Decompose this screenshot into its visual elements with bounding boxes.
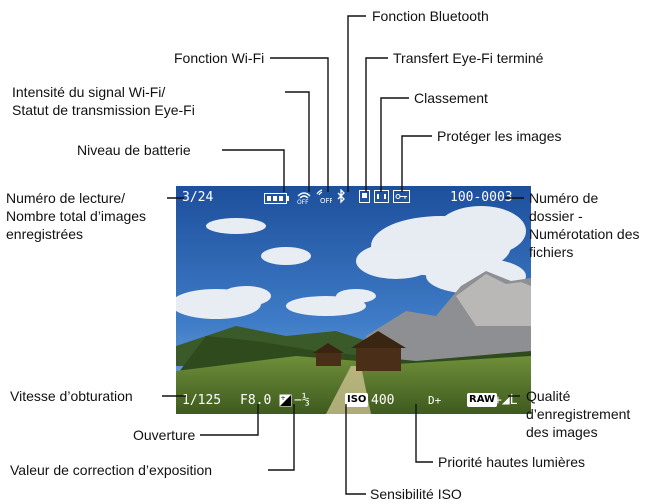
- label-folder-line1: Numéro de: [529, 190, 599, 206]
- label-playback-line1: Numéro de lecture/: [6, 190, 126, 206]
- label-folder-line4: fichiers: [529, 244, 574, 260]
- exposure-line: [268, 404, 295, 471]
- label-signal-line2: Statut de transmission Eye-Fi: [12, 102, 195, 118]
- iso-badge: ISO: [345, 393, 369, 407]
- bluetooth-line: [347, 15, 366, 192]
- eyefi-icon: [359, 190, 370, 203]
- shutter-speed-value: 1/125: [182, 393, 222, 408]
- label-highlight: Priorité hautes lumières: [438, 454, 586, 470]
- label-quality-line1: Qualité: [526, 388, 571, 404]
- label-protect: Protéger les images: [437, 128, 562, 144]
- wifi-line: [270, 57, 329, 192]
- raw-badge: RAW: [467, 393, 498, 407]
- label-iso: Sensibilité ISO: [370, 486, 462, 502]
- label-playback-line3: enregistrées: [6, 226, 84, 242]
- wifi-off-icon: OFF: [297, 192, 311, 204]
- protect-line: [401, 135, 432, 192]
- label-signal-line1: Intensité du signal Wi-Fi/: [12, 84, 166, 100]
- battery-line: [222, 149, 285, 192]
- label-eyefi-done: Transfert Eye-Fi terminé: [393, 50, 544, 66]
- exposure-comp-icon: +: [279, 394, 292, 407]
- label-rating: Classement: [414, 90, 488, 106]
- aperture-value: F8.0: [240, 393, 272, 408]
- label-battery: Niveau de batterie: [77, 142, 191, 158]
- label-bluetooth: Fonction Bluetooth: [372, 8, 489, 24]
- file-number: 100-0003: [450, 190, 513, 205]
- battery-icon: [264, 193, 289, 204]
- aperture-line: [200, 404, 259, 436]
- label-aperture: Ouverture: [133, 427, 196, 443]
- eyefi-line: [365, 57, 388, 192]
- bluetooth-icon: [337, 189, 345, 204]
- exposure-comp-value: −⅓: [294, 393, 310, 408]
- rating-line: [380, 97, 409, 192]
- label-folder-line2: dossier -: [529, 208, 583, 224]
- signal-off-icon: OFF: [316, 189, 332, 204]
- label-playback-line2: Nombre total d’images: [6, 208, 147, 224]
- quality-value: +◢L: [494, 393, 518, 408]
- svg-text:OFF: OFF: [320, 197, 332, 204]
- landscape-photo: [176, 186, 531, 414]
- camera-lcd-screen: 3/24 OFF OFF 100-0003 1/125 F8.0 + −⅓ IS…: [176, 186, 531, 414]
- iso-value: 400: [371, 393, 395, 408]
- label-folder-line3: Numérotation des: [529, 226, 640, 242]
- svg-text:OFF: OFF: [297, 199, 309, 204]
- label-wifi: Fonction Wi-Fi: [174, 50, 265, 66]
- iso-line: [345, 404, 366, 495]
- label-quality-line2: d’enregistrement: [526, 406, 631, 422]
- highlight-line: [415, 404, 433, 463]
- label-exposure-comp: Valeur de correction d’exposition: [10, 462, 213, 478]
- svg-text:+: +: [281, 395, 286, 402]
- signal-line: [285, 91, 310, 192]
- label-quality-line3: des images: [526, 424, 598, 440]
- highlight-priority-value: D+: [428, 394, 442, 407]
- label-shutter: Vitesse d’obturation: [10, 388, 133, 404]
- playback-counter: 3/24: [182, 190, 214, 205]
